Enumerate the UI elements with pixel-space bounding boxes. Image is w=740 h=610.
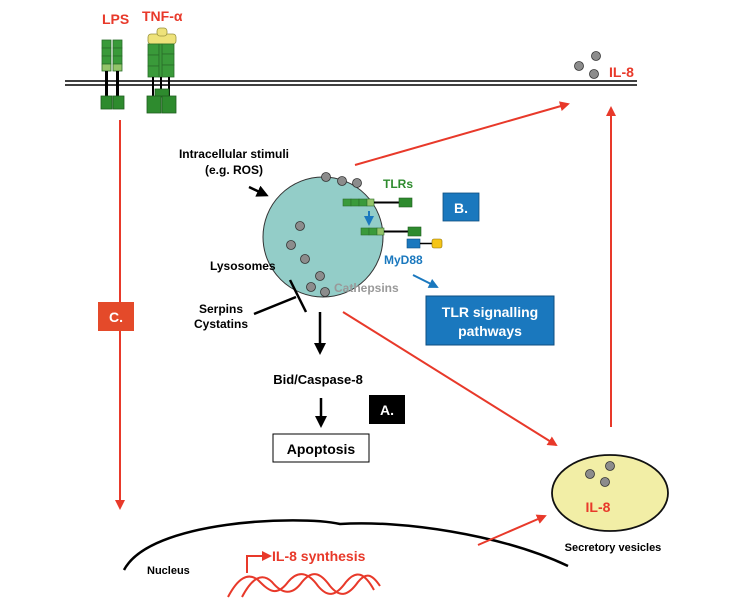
tnf-alpha-label: TNF-α [142,8,183,24]
apoptosis-box [272,433,370,463]
inhibition-line [253,295,297,316]
il8-synthesis-label: IL-8 synthesis [272,548,366,564]
dna-helix-icon [227,573,381,598]
stimuli-label-line2: (e.g. ROS) [205,163,263,177]
pathway-a-badge-label: A. [380,402,394,418]
nucleus-membrane [122,519,569,571]
myd88-signal-arrow [412,274,439,288]
transcription-start-arrow [246,551,272,573]
bid-caspase-label: Bid/Caspase-8 [273,372,363,387]
cathepsin-granules [286,172,362,297]
nucleus-label: Nucleus [147,565,190,577]
tnf-receptor-icon [146,27,177,114]
pathway-c-badge-label: C. [109,309,123,325]
lysosome-to-vesicle-arrow [342,311,558,447]
vesicle-il8-label: IL-8 [586,499,611,515]
pathway-b-badge [442,192,480,222]
tlr-signalling-box [425,295,555,346]
vesicle-il8-granules [585,461,615,487]
myd88-adaptor-icon [406,238,443,249]
secreted-il8-granules [574,51,601,79]
cystatins-label: Cystatins [194,317,248,331]
lps-receptor-icon [100,39,125,110]
lps-label: LPS [102,11,129,27]
lysosome-to-membrane-arrow [354,101,570,166]
tlrs-label: TLRs [383,177,413,191]
nucleus-to-vesicle-arrow [477,514,547,546]
inhibition-bar [288,279,308,313]
tlr-signalling-line1: TLR signalling [442,304,538,320]
lysosomes-label: Lysosomes [210,259,276,273]
apoptosis-label: Apoptosis [287,441,356,457]
pathway-b-badge-label: B. [454,200,468,216]
pathway-c-badge [98,302,134,331]
tlr-signalling-line2: pathways [458,323,522,339]
plasma-membrane [65,80,637,86]
stimuli-arrow [248,185,269,197]
tlr-receptor-icon [342,197,413,208]
tlr-active-receptor-icon [360,226,422,237]
secretory-vesicle [551,454,669,532]
secretory-vesicles-caption: Secretory vesicles [565,542,662,554]
myd88-label: MyD88 [384,253,423,267]
serpins-label: Serpins [199,302,243,316]
stimuli-label-line1: Intracellular stimuli [179,147,289,161]
cathepsins-label: Cathepsins [334,281,399,295]
pathway-a-badge [369,395,405,424]
membrane-il8-label: IL-8 [609,64,634,80]
